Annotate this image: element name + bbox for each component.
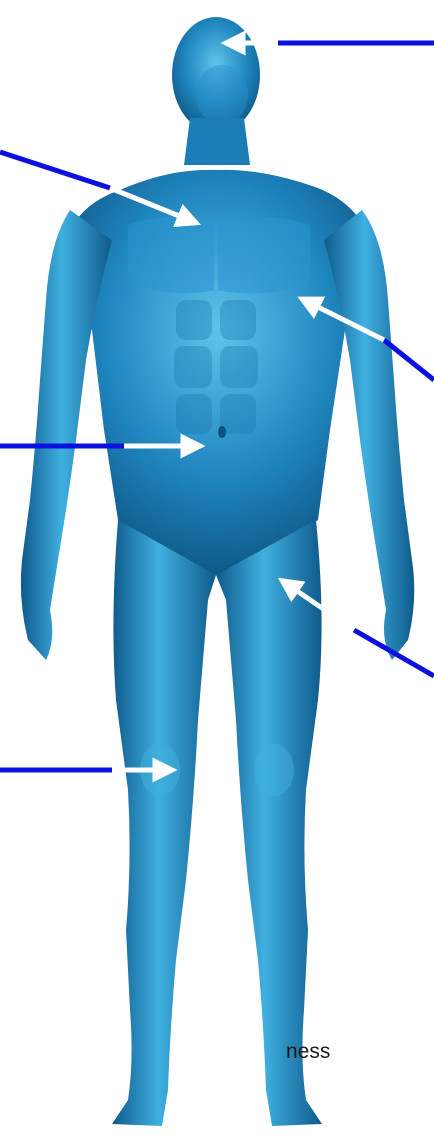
human-body-figure bbox=[21, 17, 414, 1126]
navel bbox=[218, 426, 226, 438]
right-arm bbox=[324, 210, 414, 660]
neck bbox=[184, 118, 250, 165]
face-shadow bbox=[196, 65, 248, 125]
right-leg bbox=[216, 520, 322, 1126]
left-leg bbox=[112, 520, 216, 1126]
pectorals-right bbox=[218, 217, 310, 294]
pectorals bbox=[128, 217, 214, 294]
left-arm bbox=[21, 210, 112, 660]
right-knee bbox=[254, 744, 294, 796]
leader-line bbox=[0, 152, 110, 188]
caption-text: ness bbox=[286, 1040, 330, 1064]
